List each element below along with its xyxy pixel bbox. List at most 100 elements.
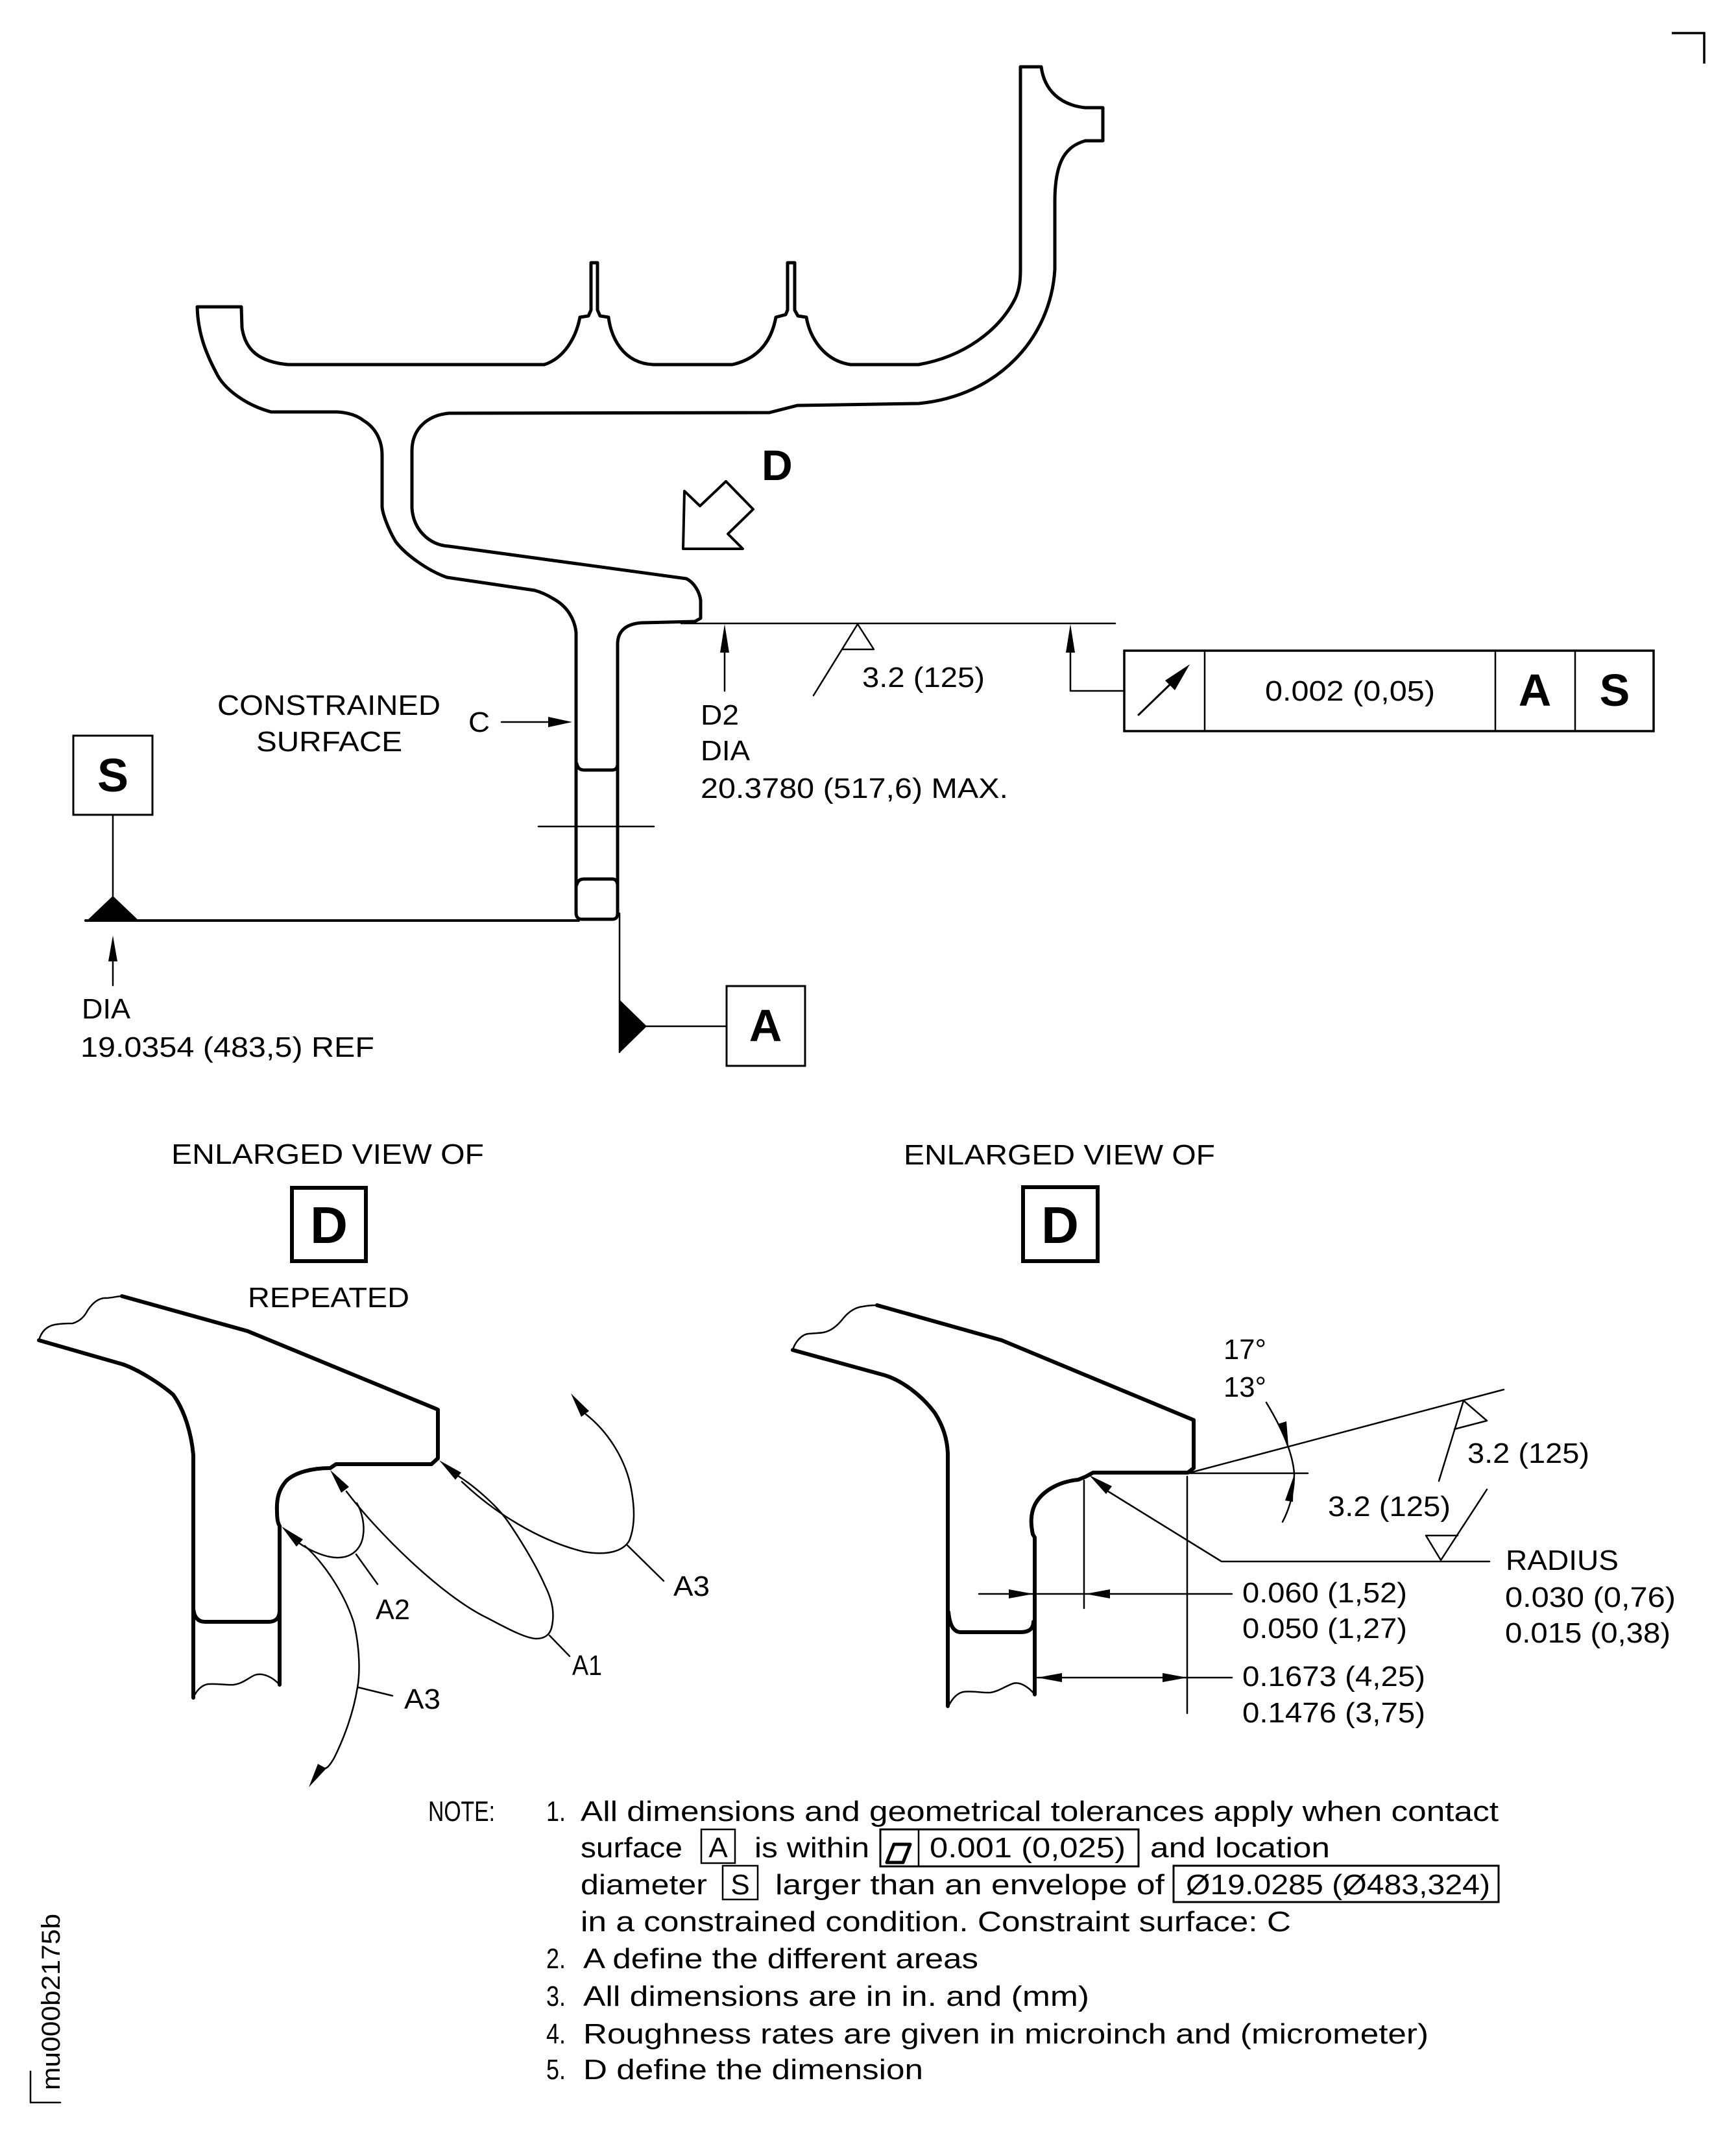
area-a2-leader [355, 1553, 379, 1585]
area-a1-arrowhead-icon [330, 1470, 349, 1493]
note-3-number: 3. [546, 1981, 566, 2012]
dim-face-offset-max: 0.1673 (4,25) [1242, 1661, 1425, 1693]
enlarged-view-right-marker-box [1021, 1185, 1100, 1263]
area-a2-label: A2 [376, 1594, 410, 1626]
datum-s-triangle-icon [86, 896, 140, 922]
note-1-line3-pre: diameter [581, 1869, 707, 1901]
dim-radius-offset-min: 0.050 (1,27) [1242, 1613, 1407, 1645]
note-datum-s-label: S [730, 1869, 749, 1901]
dim-arrowhead-icon [1163, 1673, 1187, 1682]
angle-min: 13° [1224, 1371, 1266, 1403]
detail-stem-band [191, 1607, 282, 1624]
runout-arrowhead [1165, 664, 1190, 690]
dim-face-offset-min: 0.1476 (3,75) [1242, 1697, 1425, 1729]
note-flatness-tolerance: 0.001 (0,025) [930, 1832, 1126, 1864]
roughness-face-value: 3.2 (125) [1467, 1438, 1589, 1469]
corner-mark-top-right [1672, 32, 1706, 64]
break-line-top [38, 1295, 123, 1342]
datum-s-dia-value: 19.0354 (483,5) REF [80, 1031, 374, 1063]
note-1-number: 1. [546, 1796, 566, 1827]
radius-arrowhead-icon [1089, 1475, 1112, 1494]
detail-outline-flange [274, 1408, 440, 1687]
detail-outline-left [37, 1338, 195, 1700]
area-a3-lower-boundary [304, 1545, 360, 1770]
d2-dia-label: DIA [701, 735, 751, 767]
detail-outline-left [791, 1348, 950, 1708]
break-line-top [791, 1304, 878, 1351]
note-envelope-box [1172, 1864, 1500, 1903]
angle-arrowhead-icon [1278, 1421, 1288, 1446]
area-a3-lower-arrowhead-icon [309, 1764, 326, 1787]
angle-face-line [1187, 1388, 1505, 1475]
note-1-line2-pre: surface [581, 1832, 682, 1864]
fcf-leader-line [1069, 647, 1126, 692]
note-4-number: 4. [546, 2018, 566, 2050]
notes-heading: NOTE: [428, 1796, 495, 1827]
break-line-bottom [192, 1673, 281, 1699]
datum-s-box [72, 734, 154, 816]
fcf-arrowhead-icon [1066, 624, 1075, 653]
surface-roughness-icon [1425, 1488, 1488, 1561]
d2-arrowhead-icon [720, 624, 729, 653]
surface-roughness-icon [1438, 1399, 1488, 1482]
detail-outline-top [120, 1294, 439, 1411]
circular-runout-icon [1137, 664, 1190, 716]
angle-dimension-arc [1265, 1401, 1296, 1523]
constrained-surface-label-line1: CONSTRAINED [217, 690, 440, 721]
note-3-text: All dimensions are in in. and (mm) [583, 1981, 1089, 2012]
radius-max: 0.030 (0,76) [1505, 1582, 1676, 1613]
view-marker-label: D [762, 441, 793, 489]
note-1-line1: All dimensions and geometrical tolerance… [581, 1796, 1499, 1827]
roughness-radius-value: 3.2 (125) [1328, 1491, 1451, 1523]
angle-arrowhead-icon [1285, 1476, 1294, 1502]
area-a3-lower-label: A3 [404, 1683, 440, 1715]
drawing-id: mu000b2175b [37, 1914, 66, 2090]
radius-label: RADIUS [1506, 1545, 1619, 1576]
enlarged-view-right-title: ENLARGED VIEW OF [904, 1139, 1215, 1171]
area-a2-boundary [297, 1502, 365, 1559]
dim-arrowhead-icon [1037, 1673, 1062, 1682]
corner-mark-bottom-left [29, 2070, 62, 2104]
area-a1-leader [548, 1634, 571, 1657]
note-1-line2-mid: is within [754, 1832, 869, 1864]
surface-roughness-icon [812, 623, 875, 697]
fcf-frame [1123, 649, 1655, 732]
note-2-number: 2. [546, 1943, 566, 1975]
datum-a-label: A [749, 1000, 782, 1051]
datum-a-triangle-icon [620, 1000, 647, 1053]
note-1-line4: in a constrained condition. Constraint s… [581, 1906, 1291, 1938]
enlarged-view-left: ENLARGED VIEW OF D REPEATED A1 A2 A3 A3 [37, 1139, 710, 1787]
radius-leader-line [1105, 1489, 1491, 1563]
area-a2-arrowhead-icon [282, 1526, 303, 1547]
note-5-text: D define the dimension [583, 2054, 923, 2086]
enlarged-view-left-title: ENLARGED VIEW OF [171, 1139, 484, 1170]
fcf-tolerance: 0.002 (0,05) [1265, 675, 1435, 707]
fcf-secondary-datum: S [1600, 665, 1630, 716]
angle-max: 17° [1224, 1334, 1266, 1366]
fcf-primary-datum: A [1519, 665, 1552, 716]
note-1-line2-post: and location [1150, 1832, 1330, 1864]
area-a3-lower-leader [357, 1686, 394, 1697]
detail-stem-band [946, 1610, 1035, 1634]
constraint-arrowhead-icon [548, 717, 572, 727]
constraint-ref-label: C [468, 706, 490, 738]
d2-value: 20.3780 (517,6) MAX. [701, 773, 1008, 804]
fcf-dividers [1203, 649, 1576, 732]
part-outline [195, 65, 1105, 921]
area-a1-boundary [345, 1475, 554, 1640]
enlarged-view-left-marker-box [290, 1186, 368, 1263]
break-line-bottom [947, 1682, 1036, 1707]
dim-arrowhead-icon [1085, 1589, 1110, 1598]
view-direction-arrow-icon [682, 480, 754, 550]
flatness-icon [885, 1842, 912, 1864]
datum-a-box [725, 985, 806, 1067]
datum-s-dia-label: DIA [82, 993, 131, 1025]
d2-label: D2 [701, 699, 739, 731]
area-a1-arrowhead-icon [439, 1460, 461, 1480]
datum-s-dim-arrowhead-icon [108, 935, 117, 961]
stem-band-upper [575, 762, 620, 772]
enlarged-view-right: ENLARGED VIEW OF D 17° 13° 3.2 (125) 3.2… [791, 1139, 1676, 1729]
enlarged-view-right-marker: D [1041, 1196, 1079, 1254]
main-view: D CONSTRAINED SURFACE C S DIA 19.0354 (4… [72, 65, 1655, 1067]
note-4-text: Roughness rates are given in microinch a… [583, 2018, 1429, 2050]
